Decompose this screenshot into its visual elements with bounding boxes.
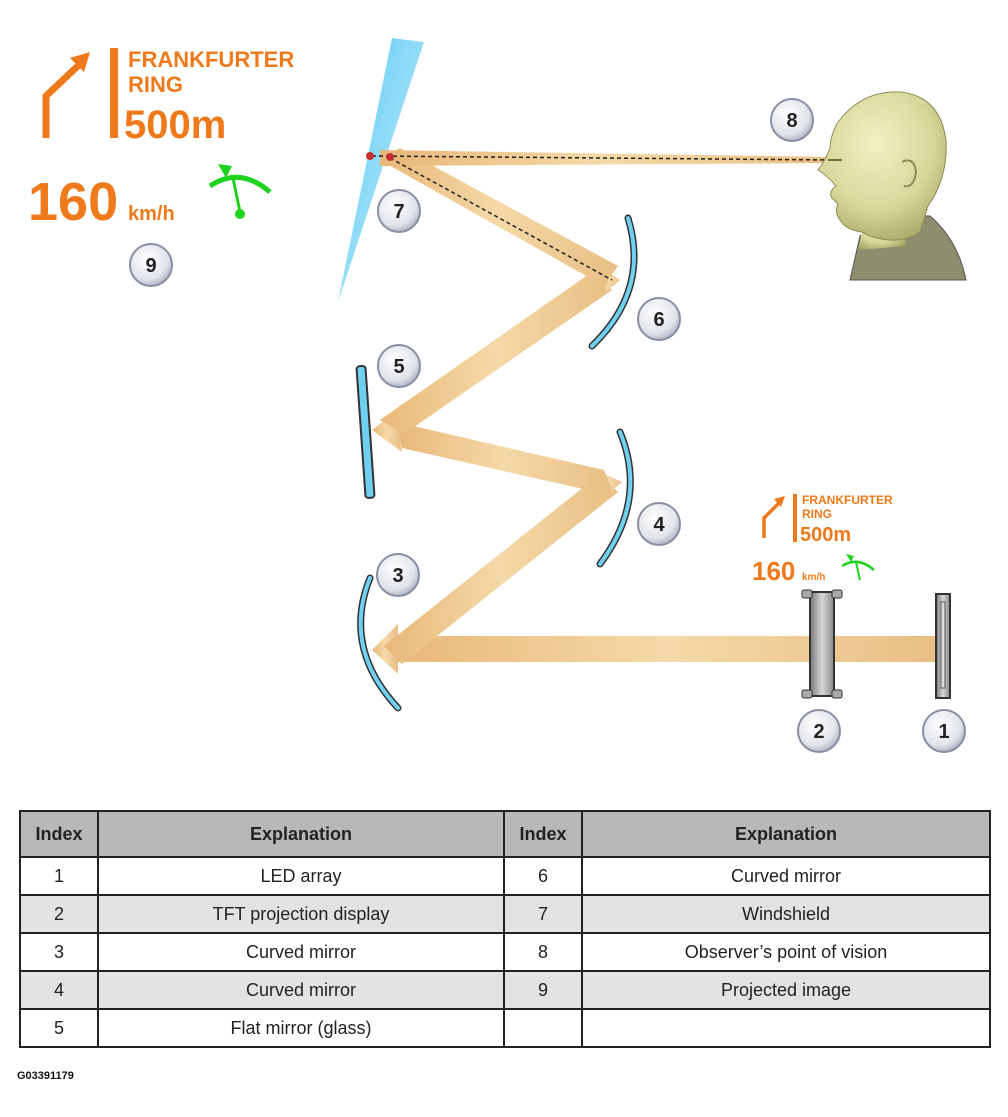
svg-text:3: 3 bbox=[392, 565, 403, 587]
callout-9: 9 bbox=[129, 243, 173, 287]
distance-readout-small: 500m bbox=[800, 524, 851, 546]
speed-gauge-icon bbox=[208, 164, 272, 219]
svg-text:8: 8 bbox=[786, 110, 797, 132]
callout-4: 4 bbox=[637, 502, 681, 546]
index-cell: 2 bbox=[19, 894, 99, 934]
svg-text:5: 5 bbox=[393, 356, 404, 378]
explanation-cell: Projected image bbox=[581, 970, 991, 1010]
led-array bbox=[935, 593, 951, 699]
table-row: 3 Curved mirror 8 Observer’s point of vi… bbox=[19, 932, 991, 972]
table-row: 5 Flat mirror (glass) bbox=[19, 1008, 991, 1048]
column-header: Index bbox=[19, 810, 99, 858]
index-cell: 9 bbox=[503, 970, 583, 1010]
explanation-cell: Curved mirror bbox=[97, 970, 505, 1010]
column-header: Explanation bbox=[581, 810, 991, 858]
speed-readout: 160 bbox=[28, 172, 118, 232]
index-cell: 3 bbox=[19, 932, 99, 972]
callout-2: 2 bbox=[797, 709, 841, 753]
index-cell: 6 bbox=[503, 856, 583, 896]
virtual-image-line bbox=[389, 157, 613, 281]
svg-text:6: 6 bbox=[653, 309, 664, 331]
svg-text:7: 7 bbox=[393, 201, 404, 223]
index-cell: 8 bbox=[503, 932, 583, 972]
turn-arrow-head-icon bbox=[70, 52, 90, 72]
callout-6: 6 bbox=[637, 297, 681, 341]
svg-text:2: 2 bbox=[813, 721, 824, 743]
tft-projection-display bbox=[801, 589, 843, 699]
callout-1: 1 bbox=[922, 709, 966, 753]
explanation-cell: Flat mirror (glass) bbox=[97, 1008, 505, 1048]
table-row: 1 LED array 6 Curved mirror bbox=[19, 856, 991, 896]
callout-8: 8 bbox=[770, 98, 814, 142]
explanation-cell: Curved mirror bbox=[581, 856, 991, 896]
speed-unit: km/h bbox=[128, 203, 175, 225]
windshield bbox=[338, 38, 424, 302]
index-cell: 4 bbox=[19, 970, 99, 1010]
table-row: 2 TFT projection display 7 Windshield bbox=[19, 894, 991, 934]
callout-5: 5 bbox=[377, 344, 421, 388]
explanation-cell: LED array bbox=[97, 856, 505, 896]
flat-mirror-5 bbox=[355, 365, 376, 499]
explanation-cell bbox=[581, 1008, 991, 1048]
index-cell: 1 bbox=[19, 856, 99, 896]
reflection-point-icon bbox=[386, 153, 394, 161]
street-name-line1-small: FRANKFURTER bbox=[802, 493, 893, 507]
callout-7: 7 bbox=[377, 189, 421, 233]
explanation-cell: Curved mirror bbox=[97, 932, 505, 972]
street-bar bbox=[110, 48, 118, 138]
street-name-line2: RING bbox=[128, 72, 183, 97]
explanation-cell: Windshield bbox=[581, 894, 991, 934]
speed-readout-small: 160 bbox=[752, 556, 795, 586]
turn-arrow-icon bbox=[762, 500, 782, 538]
column-header: Index bbox=[503, 810, 583, 858]
table-header-row: Index Explanation Index Explanation bbox=[19, 810, 991, 858]
street-name-line2-small: RING bbox=[802, 507, 832, 521]
column-header: Explanation bbox=[97, 810, 505, 858]
distance-readout: 500m bbox=[124, 103, 226, 147]
observer-head bbox=[817, 91, 967, 281]
svg-text:4: 4 bbox=[653, 514, 665, 536]
explanation-cell: Observer’s point of vision bbox=[581, 932, 991, 972]
explanation-cell: TFT projection display bbox=[97, 894, 505, 934]
table-row: 4 Curved mirror 9 Projected image bbox=[19, 970, 991, 1010]
svg-text:1: 1 bbox=[938, 721, 949, 743]
reflection-point-icon bbox=[366, 152, 374, 160]
callout-3: 3 bbox=[376, 553, 420, 597]
head-up-display-diagram: FRANKFURTER RING 500m 160 km/h bbox=[28, 38, 967, 753]
legend-table: Index Explanation Index Explanation 1 LE… bbox=[19, 810, 991, 1048]
figure-code: G03391179 bbox=[17, 1070, 74, 1082]
projected-image-small: FRANKFURTER RING 500m 160 km/h bbox=[752, 493, 893, 586]
projected-image-large: FRANKFURTER RING 500m 160 km/h bbox=[28, 47, 294, 232]
index-cell: 5 bbox=[19, 1008, 99, 1048]
speed-gauge-icon bbox=[841, 554, 875, 581]
index-cell bbox=[503, 1008, 583, 1048]
speed-unit-small: km/h bbox=[802, 572, 825, 583]
svg-text:9: 9 bbox=[145, 255, 156, 277]
turn-arrow-icon bbox=[42, 59, 85, 138]
street-name-line1: FRANKFURTER bbox=[128, 47, 294, 72]
index-cell: 7 bbox=[503, 894, 583, 934]
